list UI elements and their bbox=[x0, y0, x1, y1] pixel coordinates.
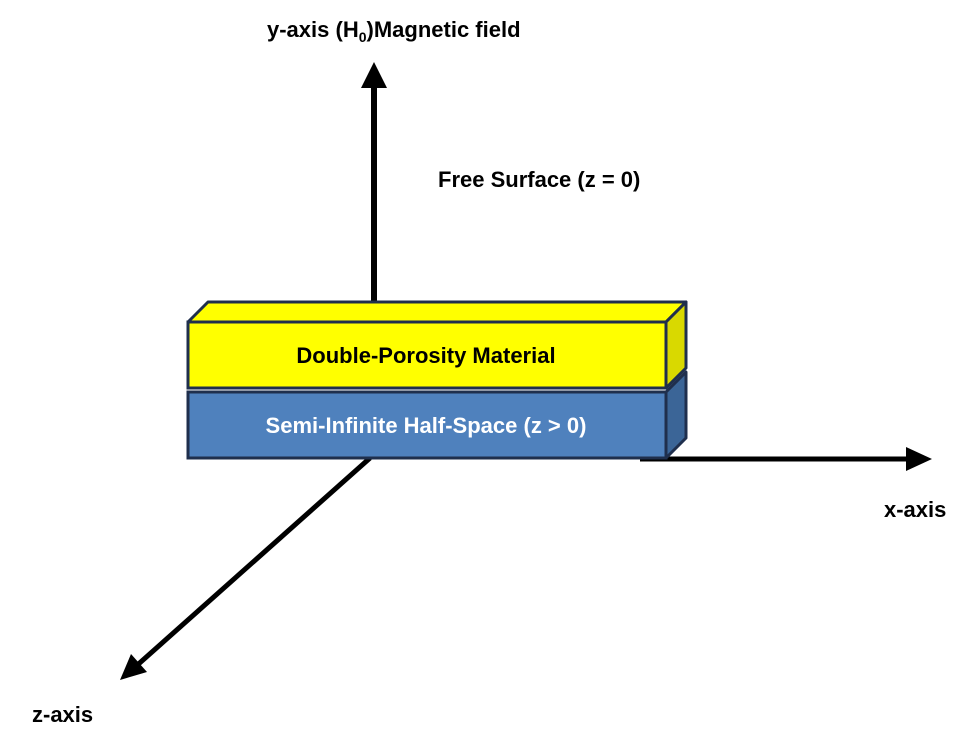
x-axis-arrowhead bbox=[906, 447, 932, 471]
top-layer-top-face bbox=[186, 300, 688, 324]
bottom-layer-label: Semi-Infinite Half-Space (z > 0) bbox=[266, 413, 587, 438]
top-layer-label: Double-Porosity Material bbox=[296, 343, 555, 368]
z-axis-arrowhead bbox=[120, 654, 147, 680]
x-axis-label: x-axis bbox=[884, 497, 946, 522]
bottom-layer-front-face bbox=[186, 390, 668, 460]
y-axis-label: y-axis (H0)Magnetic field bbox=[267, 17, 521, 45]
z-axis-label: z-axis bbox=[32, 702, 93, 727]
top-layer-front-face bbox=[186, 320, 668, 390]
y-axis-arrowhead bbox=[361, 62, 387, 88]
z-axis-line bbox=[132, 456, 372, 670]
free-surface-label: Free Surface (z = 0) bbox=[438, 167, 640, 192]
